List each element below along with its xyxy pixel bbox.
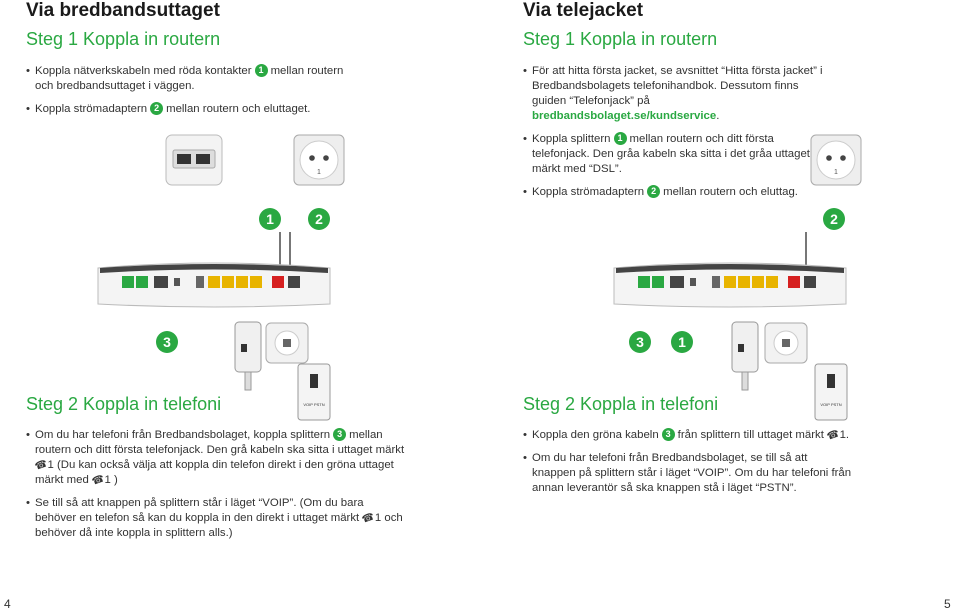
wall-jack-icon — [265, 322, 309, 364]
step-number-badge: 3 — [661, 428, 675, 442]
list-item: Koppla nätverkskabeln med röda kontakter… — [26, 64, 356, 94]
power-outlet-icon: 1 — [293, 134, 345, 186]
step-number-badge: 3 — [333, 428, 347, 442]
splitter-icon — [234, 321, 262, 391]
right-step1-heading: Steg 1 Koppla in routern — [523, 29, 718, 49]
kundservice-link[interactable]: bredbandsbolaget.se/kundservice — [532, 110, 717, 122]
left-title: Via bredbandsuttaget — [26, 0, 220, 21]
list-item: Se till så att knappen på splittern står… — [26, 496, 406, 541]
page-number-right: 5 — [944, 597, 951, 611]
cable-line — [279, 232, 281, 272]
broadband-wall-jack-icon — [165, 134, 223, 186]
cable-line — [289, 232, 291, 272]
diagram-number-3: 3 — [156, 331, 178, 353]
splitter-device-icon: VOIP PSTN — [814, 363, 848, 421]
right-step2-heading: Steg 2 Koppla in telefoni — [523, 394, 719, 414]
page-number-left: 4 — [4, 597, 11, 611]
left-step1-list: Koppla nätverkskabeln med röda kontakter… — [26, 64, 356, 117]
wall-jack-icon — [764, 322, 808, 364]
left-step1-heading: Steg 1 Koppla in routern — [26, 29, 221, 49]
router-back-panel — [97, 262, 331, 308]
diagram-number-2: 2 — [308, 208, 330, 230]
cable-line — [805, 232, 807, 272]
power-outlet-icon: 1 — [810, 134, 862, 186]
router-back-panel — [613, 262, 847, 308]
diagram-number-1: 1 — [259, 208, 281, 230]
svg-text:1: 1 — [834, 169, 838, 176]
step-number-badge: 2 — [647, 185, 661, 199]
list-item: Om du har telefoni från Bredbandsbolaget… — [26, 428, 406, 488]
left-step2-heading: Steg 2 Koppla in telefoni — [26, 394, 222, 414]
step-number-badge: 1 — [254, 64, 268, 78]
right-title: Via telejacket — [523, 0, 644, 21]
svg-text:1: 1 — [317, 169, 321, 176]
right-step1-list: För att hitta första jacket, se avsnitte… — [523, 64, 833, 200]
svg-text:VOIP PSTN: VOIP PSTN — [820, 402, 841, 407]
diagram-number-2: 2 — [823, 208, 845, 230]
list-item: För att hitta första jacket, se avsnitte… — [523, 64, 833, 124]
left-step2-list: Om du har telefoni från Bredbandsbolaget… — [26, 428, 406, 541]
list-item: Om du har telefoni från Bredbandsbolaget… — [523, 451, 853, 496]
diagram-number-1: 1 — [671, 331, 693, 353]
splitter-device-icon: VOIP PSTN — [297, 363, 331, 421]
step-number-badge: 2 — [150, 102, 164, 116]
splitter-icon — [731, 321, 759, 391]
diagram-number-3: 3 — [629, 331, 651, 353]
step-number-badge: 1 — [613, 132, 627, 146]
svg-text:VOIP PSTN: VOIP PSTN — [303, 402, 324, 407]
